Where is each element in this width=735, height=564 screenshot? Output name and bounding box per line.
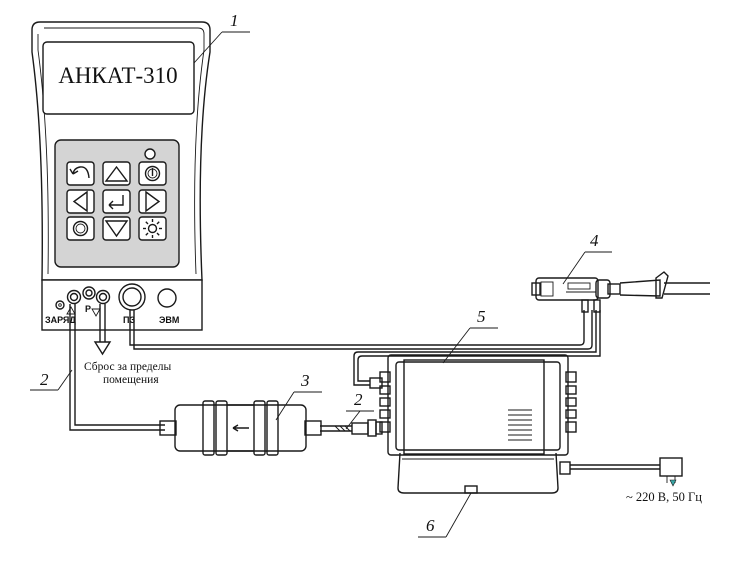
callout-4: 4 (562, 231, 612, 285)
key-refresh[interactable] (66, 216, 95, 241)
charge-port-label: ЗАРЯД (45, 315, 76, 325)
power-cord (570, 457, 683, 487)
refresh-icon (72, 220, 89, 237)
key-up[interactable] (102, 161, 131, 186)
enter-icon (108, 195, 124, 210)
svg-text:5: 5 (477, 307, 486, 326)
key-enter[interactable] (102, 189, 131, 214)
callout-6: 6 (418, 492, 472, 538)
exhaust-label-2: помещения (103, 374, 159, 386)
filter-unit (159, 400, 322, 456)
power-label: ~ 220 В, 50 Гц (626, 490, 702, 504)
display-screen (42, 41, 195, 115)
exhaust-line (93, 304, 112, 356)
key-down[interactable] (102, 216, 131, 241)
indicator-led (144, 148, 156, 160)
power-icon (144, 165, 161, 182)
gas-tube-left (69, 304, 165, 431)
gas-tube-right (320, 419, 383, 437)
p-port-label: Р (85, 304, 91, 314)
callout-2-left: 2 (30, 369, 73, 391)
pz-port[interactable] (118, 283, 146, 311)
undo-icon (69, 166, 90, 179)
svg-text:2: 2 (354, 390, 363, 409)
key-undo[interactable] (66, 161, 95, 186)
gas-analyzer-device: АНКАТ-310 (31, 21, 211, 331)
gas-inlet-port[interactable] (66, 289, 82, 305)
calibration-case (369, 354, 577, 494)
pz-cable (129, 310, 593, 350)
callout-1: 1 (193, 11, 250, 64)
callout-3: 3 (275, 371, 322, 421)
svg-text:6: 6 (426, 516, 435, 535)
arrow-right-icon (145, 190, 161, 213)
arrow-up-icon (104, 165, 129, 182)
power-plug[interactable] (659, 457, 683, 477)
callout-2-right: 2 (345, 390, 374, 430)
charge-port[interactable] (55, 300, 65, 310)
sensor-holder (531, 271, 710, 313)
key-backlight[interactable] (138, 216, 167, 241)
key-left[interactable] (66, 189, 95, 214)
svg-text:4: 4 (590, 231, 599, 250)
arrow-down-icon (104, 220, 129, 238)
arrow-left-icon (72, 190, 88, 213)
display-text: АНКАТ-310 (58, 63, 177, 88)
gas-outlet-port[interactable] (82, 286, 96, 300)
sun-icon (143, 219, 162, 238)
svg-text:1: 1 (230, 11, 239, 30)
holder-to-case-cable (353, 310, 601, 386)
evm-port[interactable] (157, 288, 177, 308)
pz-port-label: ПЗ (123, 315, 135, 325)
evm-port-label: ЭВМ (159, 315, 179, 325)
exhaust-port[interactable] (95, 289, 111, 305)
callout-5: 5 (442, 307, 498, 364)
svg-text:3: 3 (300, 371, 310, 390)
key-right[interactable] (138, 189, 167, 214)
svg-text:2: 2 (40, 370, 49, 389)
exhaust-label: Сброс за пределы (84, 361, 172, 373)
